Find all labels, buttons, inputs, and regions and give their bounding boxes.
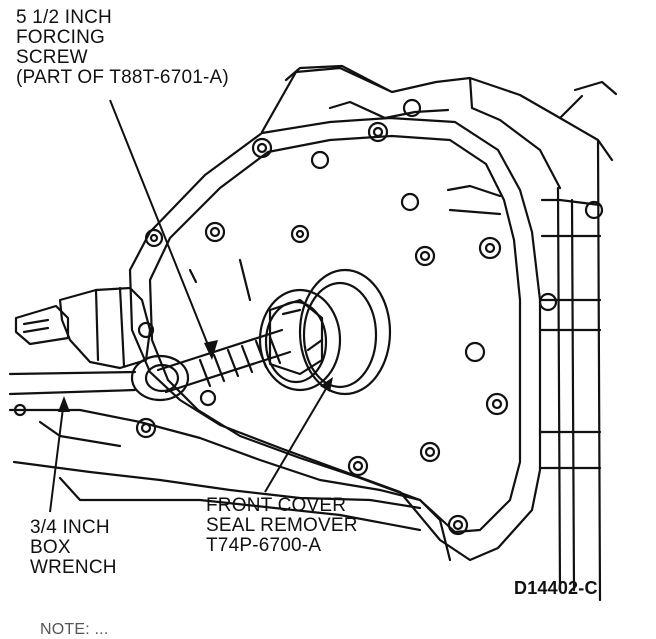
seal-remover-line-2: SEAL REMOVER <box>206 515 358 536</box>
seal-remover-callout: FRONT COVER SEAL REMOVER T74P-6700-A <box>206 496 358 556</box>
cover-bolts <box>13 98 604 536</box>
seal-remover-leader <box>264 381 331 493</box>
forcing-screw-line-1: 5 1/2 INCH <box>16 7 112 28</box>
forcing-screw-line-4: (PART OF T88T-6701-A) <box>16 67 229 88</box>
seal-remover-line-3: T74P-6700-A <box>206 535 322 556</box>
box-wrench-leader <box>49 399 65 513</box>
box-wrench-line-2: BOX <box>30 537 71 558</box>
forcing-screw-line-3: SCREW <box>16 47 88 68</box>
forcing-screw-arrowhead <box>204 340 218 360</box>
bottom-caption-fragment: NOTE: ... <box>40 622 109 634</box>
forcing-screw-leader <box>109 99 213 356</box>
figure-code: D14402-C <box>514 578 598 598</box>
timing-cover-outline <box>128 116 542 562</box>
box-wrench-line-3: WRENCH <box>30 557 117 578</box>
box-wrench-line-1: 3/4 INCH <box>30 517 110 538</box>
box-wrench-callout: 3/4 INCH BOX WRENCH <box>30 518 117 578</box>
box-wrench <box>8 354 190 402</box>
front-seal-bore <box>298 268 392 396</box>
seal-remover-arrowhead <box>320 377 333 392</box>
forcing-screw-callout: 5 1/2 INCH FORCING SCREW (PART OF T88T-6… <box>16 8 229 88</box>
forcing-screw-line-2: FORCING <box>16 27 106 48</box>
seal-remover-line-1: FRONT COVER <box>206 495 347 516</box>
box-wrench-arrowhead <box>58 396 70 412</box>
accessory-bracket <box>58 286 152 370</box>
seal-remover-tool <box>258 288 342 392</box>
